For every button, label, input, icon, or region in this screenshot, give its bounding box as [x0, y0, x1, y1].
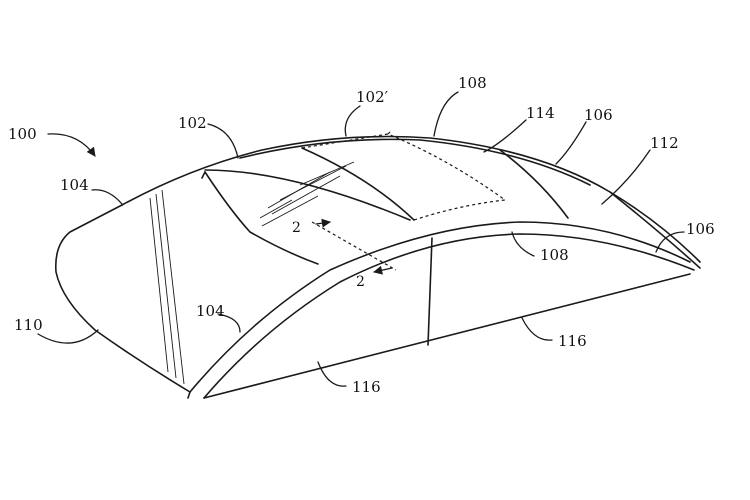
section-arrow-b [373, 265, 393, 275]
front-arch-inner [203, 233, 695, 399]
glass-hatching [149, 161, 355, 385]
leader-106-top [555, 121, 587, 165]
ref-102: 102 [178, 114, 207, 132]
leader-lines [37, 91, 685, 387]
front-seam [427, 237, 433, 346]
ref-104-front: 104 [196, 302, 225, 320]
rear-divider [499, 149, 569, 219]
base-line [203, 273, 691, 399]
leader-106-right [655, 231, 685, 253]
ref-114: 114 [526, 104, 555, 122]
ref-116-right: 116 [558, 332, 587, 350]
ref-102-prime: 102′ [356, 88, 389, 106]
section-line-dash [311, 221, 397, 271]
corner-vertical [187, 391, 191, 399]
section-arrow-a [315, 218, 331, 228]
leader-114 [483, 119, 527, 153]
leader-116-right [521, 317, 553, 341]
leader-104-front [217, 313, 241, 333]
leader-112 [601, 149, 651, 205]
leader-102 [207, 123, 239, 159]
front-arch-outer [189, 221, 691, 393]
ref-104-left: 104 [60, 176, 89, 194]
leader-108-top [433, 91, 459, 137]
leader-116-left [317, 361, 347, 387]
leader-104-left [91, 189, 123, 205]
ref-112: 112 [650, 134, 679, 152]
panel-edge-b [301, 147, 415, 221]
ref-108-mid: 108 [540, 246, 569, 264]
leader-100 [47, 133, 96, 157]
roof-inner-edge [239, 138, 591, 186]
roof-outer-edge [121, 135, 701, 263]
leader-102p [344, 105, 361, 137]
ref-110: 110 [14, 316, 43, 334]
section-label-a: 2 [292, 220, 301, 236]
ref-100: 100 [8, 125, 37, 143]
section-label-b: 2 [356, 274, 365, 290]
dashed-panel-top [387, 129, 393, 135]
panel-divider-left [201, 171, 206, 179]
section-line [311, 218, 397, 275]
ref-108-top: 108 [458, 74, 487, 92]
end-cap-outline [54, 204, 191, 393]
rear-edge [609, 191, 701, 269]
leader-108-mid [511, 231, 535, 257]
ref-116-left: 116 [352, 378, 381, 396]
ref-106-top: 106 [584, 106, 613, 124]
dashed-panel [301, 129, 507, 221]
dashed-panel-outline [301, 133, 507, 221]
structure-outline [54, 135, 701, 399]
reference-numerals: 100 104 102 102′ 108 114 106 112 106 108… [8, 74, 715, 396]
panel-edge-a [204, 169, 411, 221]
left-frame-left [204, 171, 319, 265]
leader-110 [37, 329, 99, 344]
ref-106-right: 106 [686, 220, 715, 238]
